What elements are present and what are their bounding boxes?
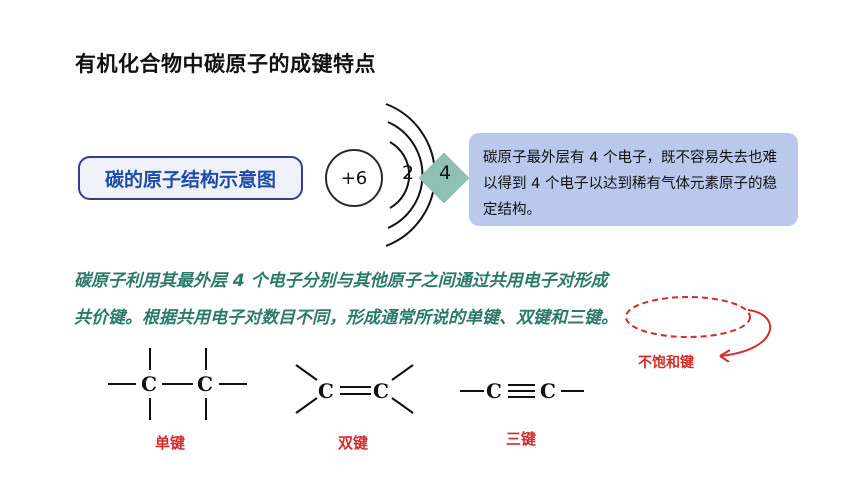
single-carbon-right: C (197, 372, 213, 396)
arrow-head-icon (719, 349, 731, 362)
single-carbon-left: C (141, 372, 157, 396)
nucleus-charge: +6 (340, 167, 368, 189)
shell-1-electrons: 2 (402, 162, 415, 184)
double-bond-branch-ll (295, 397, 318, 414)
double-bond-branch-ur (391, 364, 414, 381)
curved-arrow (719, 309, 772, 357)
paragraph-line-2: 共价键。根据共用电子对数目不同，形成通常所说的单键、双键和三键。 (74, 308, 618, 328)
double-bond-branch-ul (295, 364, 318, 381)
triple-carbon-left: C (486, 379, 502, 403)
shell-arc-inner (389, 141, 411, 209)
dashed-ellipse (625, 296, 751, 338)
triple-carbon-right: C (540, 379, 556, 403)
unsaturated-bond-note: 不饱和键 (638, 355, 694, 371)
info-box: 碳原子最外层有 4 个电子，既不容易失去也难以得到 4 个电子以达到稀有气体元素… (469, 133, 798, 226)
page-title: 有机化合物中碳原子的成键特点 (75, 52, 376, 76)
shell-2-electrons: 4 (438, 162, 452, 184)
paragraph-line-1: 碳原子利用其最外层 4 个电子分别与其他原子之间通过共用电子对形成 (74, 271, 608, 291)
triple-bond-caption: 三键 (506, 430, 537, 448)
double-carbon-right: C (373, 379, 389, 403)
atom-nucleus: +6 (325, 149, 383, 207)
structure-label: 碳的原子结构示意图 (78, 156, 303, 200)
double-bond-branch-lr (391, 397, 414, 414)
highlight-ellipse (625, 296, 772, 362)
single-bond-caption: 单键 (155, 434, 186, 452)
double-carbon-left: C (318, 379, 334, 403)
double-bond-caption: 双键 (338, 434, 369, 452)
